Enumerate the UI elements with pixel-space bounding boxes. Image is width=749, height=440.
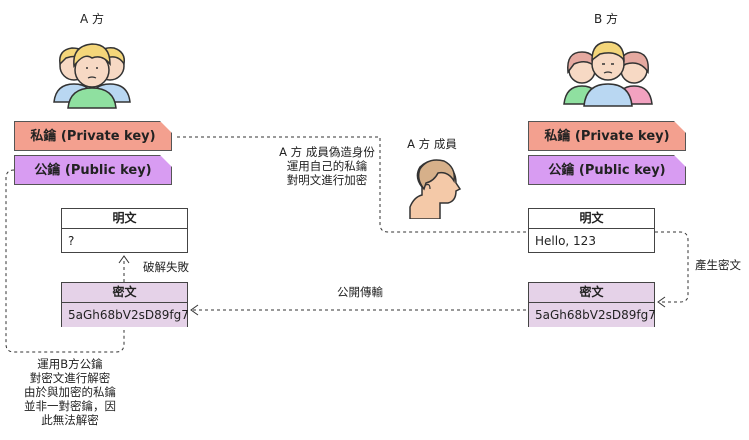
impostor-label: A 方 成員 bbox=[407, 137, 457, 151]
left-ciphertext-value: 5aGh68bV2sD89fg7 bbox=[62, 303, 189, 327]
party-a-label: A 方 bbox=[79, 12, 105, 26]
bottom-decrypt-note: 運用B方公鑰 對密文進行解密 由於與加密的私鑰 並非一對密鑰，因 此無法解密 bbox=[4, 357, 136, 427]
party-a-private-key-fold bbox=[160, 121, 172, 133]
bottom-note-line: 此無法解密 bbox=[41, 413, 99, 427]
right-plaintext-header: 明文 bbox=[529, 209, 654, 229]
party-b-group-avatar-icon bbox=[563, 41, 653, 107]
party-a-public-key-label: 公鑰 (Public key) bbox=[34, 163, 152, 178]
right-ciphertext-header: 密文 bbox=[529, 283, 654, 303]
left-plaintext-value: ? bbox=[68, 234, 75, 248]
impostor-note: A 方 成員偽造身份 運用自己的私鑰 對明文進行加密 bbox=[273, 145, 381, 187]
left-ciphertext-header: 密文 bbox=[62, 283, 187, 303]
party-a-private-key: 私鑰 (Private key) bbox=[14, 121, 172, 151]
bottom-note-line: 由於與加密的私鑰 bbox=[24, 385, 116, 399]
decrypt-failed-label: 破解失敗 bbox=[143, 260, 189, 274]
impostor-note-line: 運用自己的私鑰 bbox=[286, 159, 368, 173]
party-b-private-key-fold bbox=[674, 121, 686, 133]
right-ciphertext-value: 5aGh68bV2sD89fg7 bbox=[529, 303, 656, 327]
left-plaintext-header: 明文 bbox=[62, 209, 187, 229]
party-b-private-key: 私鑰 (Private key) bbox=[528, 121, 686, 151]
impostor-avatar-icon bbox=[409, 159, 462, 219]
party-a-public-key-fold bbox=[160, 155, 172, 167]
generate-cipher-arrowhead bbox=[657, 296, 666, 308]
party-a-public-key: 公鑰 (Public key) bbox=[14, 155, 172, 185]
public-transfer-label: 公開傳輸 bbox=[337, 285, 383, 299]
generate-cipher-label: 產生密文 bbox=[695, 258, 741, 272]
party-b-public-key-fold bbox=[674, 155, 686, 167]
right-ciphertext-box: 密文 5aGh68bV2sD89fg7 bbox=[528, 282, 656, 327]
right-plaintext-box: 明文 Hello, 123 bbox=[528, 208, 655, 253]
right-plaintext-value: Hello, 123 bbox=[535, 234, 596, 248]
party-b-public-key-label: 公鑰 (Public key) bbox=[548, 163, 666, 178]
party-b-private-key-label: 私鑰 (Private key) bbox=[544, 129, 670, 144]
party-a-group-avatar-icon bbox=[53, 43, 131, 109]
bottom-note-line: 並非一對密鑰，因 bbox=[24, 399, 116, 413]
party-b-label: B 方 bbox=[593, 12, 619, 26]
public-key-loop-connector bbox=[5, 169, 125, 353]
impersonation-connector bbox=[177, 136, 526, 233]
generate-cipher-connector bbox=[655, 231, 689, 303]
decrypt-failed-arrowhead bbox=[118, 255, 130, 264]
party-a-private-key-label: 私鑰 (Private key) bbox=[30, 129, 156, 144]
bottom-note-line: 運用B方公鑰 bbox=[37, 357, 103, 371]
impostor-note-line: 對明文進行加密 bbox=[286, 173, 368, 187]
impostor-note-line: A 方 成員偽造身份 bbox=[279, 145, 375, 159]
public-transfer-arrowhead bbox=[190, 304, 199, 316]
left-ciphertext-box: 密文 5aGh68bV2sD89fg7 bbox=[61, 282, 189, 327]
party-b-public-key: 公鑰 (Public key) bbox=[528, 155, 686, 185]
bottom-note-line: 對密文進行解密 bbox=[29, 371, 111, 385]
left-plaintext-box: 明文 ? bbox=[61, 208, 188, 253]
